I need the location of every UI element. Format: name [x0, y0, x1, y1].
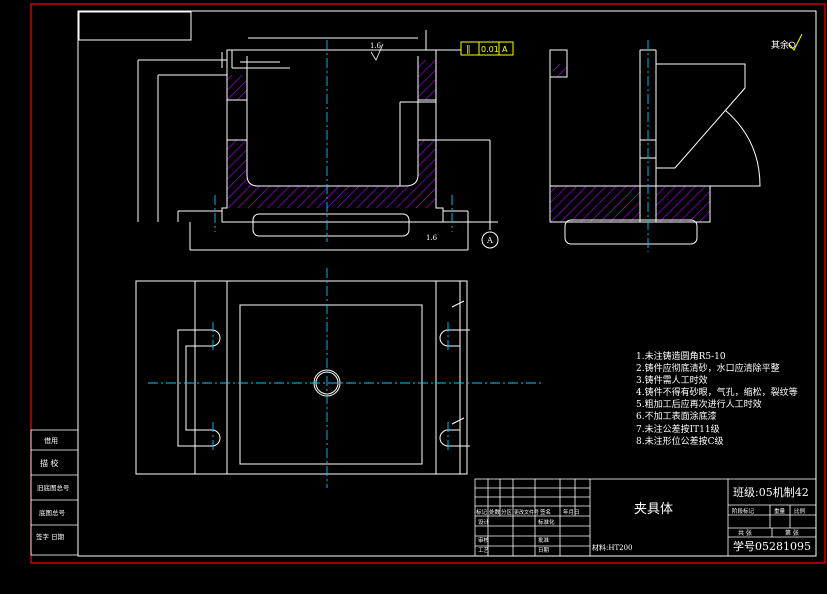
front-center-lines [214, 40, 453, 242]
title-sheet-no: 第 张 [785, 529, 799, 537]
side-base-hatch [550, 186, 640, 222]
front-view [137, 30, 499, 251]
title-scale: 比例 [794, 507, 806, 515]
title-block [474, 478, 817, 557]
front-left-wall-hatch [227, 75, 247, 100]
roughness-top-symbol [370, 43, 384, 61]
title-check: 审核 [478, 536, 490, 544]
tolerance-value: 0.01 [481, 45, 499, 54]
side-base-hatch-right [656, 186, 710, 222]
title-hdr-count: 处数 [489, 508, 501, 516]
title-design: 设计 [478, 518, 490, 526]
note-7: 7.未注公差按IT11级 [636, 423, 720, 435]
side-top-hatch [553, 64, 567, 77]
note-6: 6.不加工表面涂底漆 [636, 410, 717, 422]
title-class: 班级:05机制42 [733, 485, 809, 499]
left-table-row2: 描 校 [40, 458, 59, 468]
remaining-roughness-label: 其余 [771, 39, 789, 51]
title-date: 日期 [538, 547, 550, 554]
left-table-row1: 借用 [44, 436, 58, 445]
side-view [549, 49, 761, 245]
title-part-name: 夹具体 [634, 502, 673, 517]
roughness-bottom-value: 1.6 [426, 234, 438, 242]
note-1: 1.未注铸造圆角R5-10 [636, 350, 726, 362]
note-2: 2.铸件应彻底清砂，水口应清除平整 [636, 362, 780, 374]
title-student-no: 学号05281095 [733, 539, 811, 553]
title-approve: 批准 [538, 536, 550, 544]
note-4: 4.铸件不得有砂眼，气孔，缩松，裂纹等 [636, 386, 798, 398]
title-hdr-date: 年月日 [563, 508, 580, 516]
technical-notes: 1.未注铸造圆角R5-10 2.铸件应彻底清砂，水口应清除平整 3.铸件需人工时… [636, 350, 798, 447]
outer-frame [30, 3, 826, 564]
title-hdr-zone: 分区 [501, 508, 513, 516]
front-right-wall-hatch [418, 60, 436, 100]
top-view [135, 280, 470, 475]
tolerance-datum: A [502, 45, 508, 54]
front-base-hatch [227, 140, 436, 208]
datum-bubble-label: A [486, 236, 493, 245]
title-craft: 工艺 [478, 547, 490, 554]
left-side-table [30, 429, 79, 556]
left-table-row5: 签字 日期 [36, 532, 65, 541]
note-8: 8.未注形位公差按C级 [636, 435, 723, 447]
remaining-roughness-symbol [788, 33, 803, 51]
geometric-tolerance-frame: ∥ 0.01 A [460, 41, 514, 56]
title-std: 标准化 [538, 518, 555, 526]
left-table-row4: 底图总号 [39, 508, 66, 517]
title-hdr-docno: 更改文件号 [514, 509, 539, 516]
note-3: 3.铸件需人工时效 [636, 374, 708, 386]
title-material: 材料:HT200 [592, 543, 633, 552]
datum-bubble-circle [481, 231, 499, 249]
left-table-row3: 旧底图总号 [37, 483, 70, 492]
title-weight: 重量 [774, 507, 786, 515]
remaining-roughness-circle [788, 41, 796, 49]
inner-frame [77, 10, 817, 557]
note-5: 5.粗加工后应再次进行人工时效 [636, 398, 762, 410]
title-sheets-total: 共 张 [738, 529, 752, 537]
roughness-top-value: 1.6 [370, 42, 382, 50]
title-hdr-sign: 签名 [540, 508, 551, 516]
top-center-lines [148, 268, 544, 488]
tolerance-symbol: ∥ [466, 45, 471, 55]
title-stage-mark: 阶段标记 [732, 507, 755, 515]
doc-number-box [78, 11, 192, 41]
title-hdr-mark: 标记 [476, 508, 488, 516]
